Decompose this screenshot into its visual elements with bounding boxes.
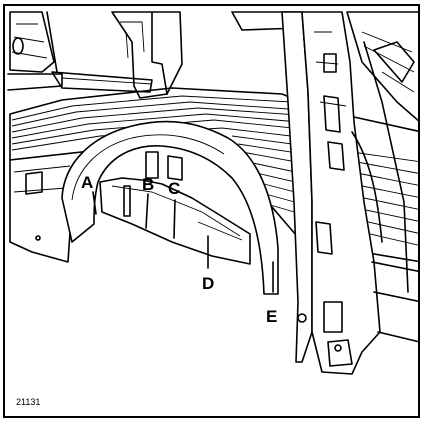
callout-d: D: [202, 274, 214, 293]
rear-pillar: [281, 11, 409, 375]
callout-leaders: [92, 191, 274, 293]
callout-c: C: [168, 179, 180, 198]
vehicle-floor-wheelarch-illustration: A B C D E: [7, 11, 418, 375]
right-rear-sill: [371, 261, 418, 343]
rear-corner-structure: [9, 11, 58, 73]
roof-cross-rails: [7, 71, 153, 93]
centre-pillar: [111, 11, 183, 99]
diagram-frame: A B C D E: [3, 4, 420, 418]
callout-a: A: [81, 173, 93, 192]
callout-e: E: [266, 307, 277, 326]
wheel-arch: [61, 120, 279, 295]
figure-reference-number: 21131: [16, 397, 41, 407]
callout-b: B: [142, 175, 154, 194]
